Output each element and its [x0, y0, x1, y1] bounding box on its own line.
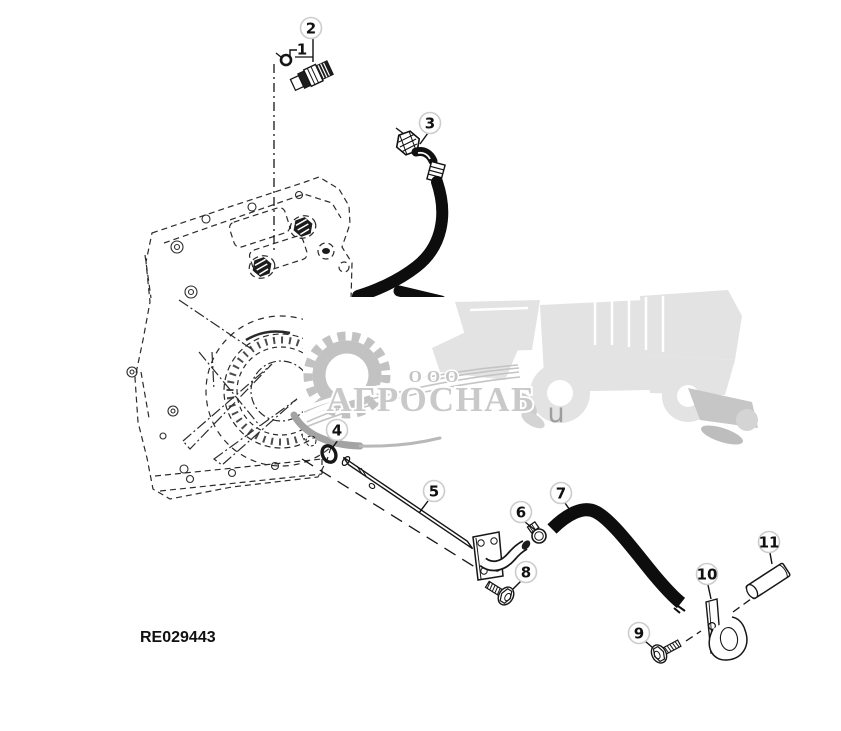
callout-3: 3 — [418, 111, 442, 145]
callout-circle — [549, 481, 573, 505]
watermark-leaf-shapes — [517, 388, 758, 445]
callout-circle — [757, 530, 781, 554]
callout-4: 4 — [325, 418, 349, 448]
watermark-domain-suffix: u — [547, 398, 564, 429]
watermark-org-form: ООО — [409, 367, 464, 386]
tube-alignment-dashline — [301, 458, 479, 570]
hose-3-assembly — [352, 127, 449, 307]
callout-circle — [299, 16, 323, 40]
callout-8: 8 — [512, 560, 538, 590]
callout-number: 2 — [306, 20, 316, 38]
oil-tube-part-5 — [341, 456, 474, 550]
fitting-part-2 — [289, 60, 334, 92]
clip-clamp-part-10 — [705, 598, 748, 661]
oring-part-4 — [320, 444, 338, 464]
parts-group — [273, 52, 791, 664]
callout-circle — [422, 479, 446, 503]
callout-number: 11 — [759, 534, 780, 552]
callout-1: 1 — [289, 41, 307, 59]
hose-3-tube — [352, 176, 449, 302]
callout-number: 1 — [297, 41, 307, 59]
callout-circle — [627, 621, 651, 645]
callout-9: 9 — [627, 621, 654, 649]
callouts-layer: 1 2 3 4 5 6 7 8 9 10 11 — [289, 16, 781, 649]
bolt-part-8 — [484, 580, 515, 606]
callout-circle — [695, 562, 719, 586]
callout-5: 5 — [418, 479, 446, 514]
callout-number: 5 — [429, 483, 439, 501]
callout-11: 11 — [757, 530, 781, 565]
watermark: ООО АГРОСНАБ u — [290, 290, 758, 450]
hose-clamp-part-6 — [526, 520, 547, 544]
callout-6: 6 — [509, 500, 536, 531]
oring-part-1 — [279, 53, 293, 67]
callout-number: 8 — [521, 564, 531, 582]
callout-number: 4 — [332, 422, 342, 440]
callout-number: 3 — [425, 115, 435, 133]
drawing-number: RE029443 — [140, 629, 216, 646]
callout-circle — [509, 500, 533, 524]
callout-number: 9 — [634, 625, 644, 643]
tube-elbow-outlet — [479, 540, 531, 572]
callout-number: 7 — [556, 485, 566, 503]
watermark-company-name: АГРОСНАБ — [326, 380, 535, 419]
callout-number: 10 — [697, 566, 718, 584]
bolt-part-9 — [650, 639, 682, 664]
callout-10: 10 — [695, 562, 719, 600]
callout-circle — [325, 418, 349, 442]
callout-circle — [514, 560, 538, 584]
hose-part-7 — [547, 503, 686, 609]
callout-7: 7 — [549, 481, 573, 514]
housing-bolt-holes — [126, 190, 304, 484]
callout-2: 2 — [299, 16, 323, 62]
callout-number: 6 — [516, 504, 526, 522]
gear-icon — [290, 331, 442, 450]
sleeve-part-11 — [745, 562, 791, 600]
tube-flange-plate — [472, 531, 504, 581]
housing-port-plug — [252, 217, 330, 277]
callout-circle — [418, 111, 442, 135]
